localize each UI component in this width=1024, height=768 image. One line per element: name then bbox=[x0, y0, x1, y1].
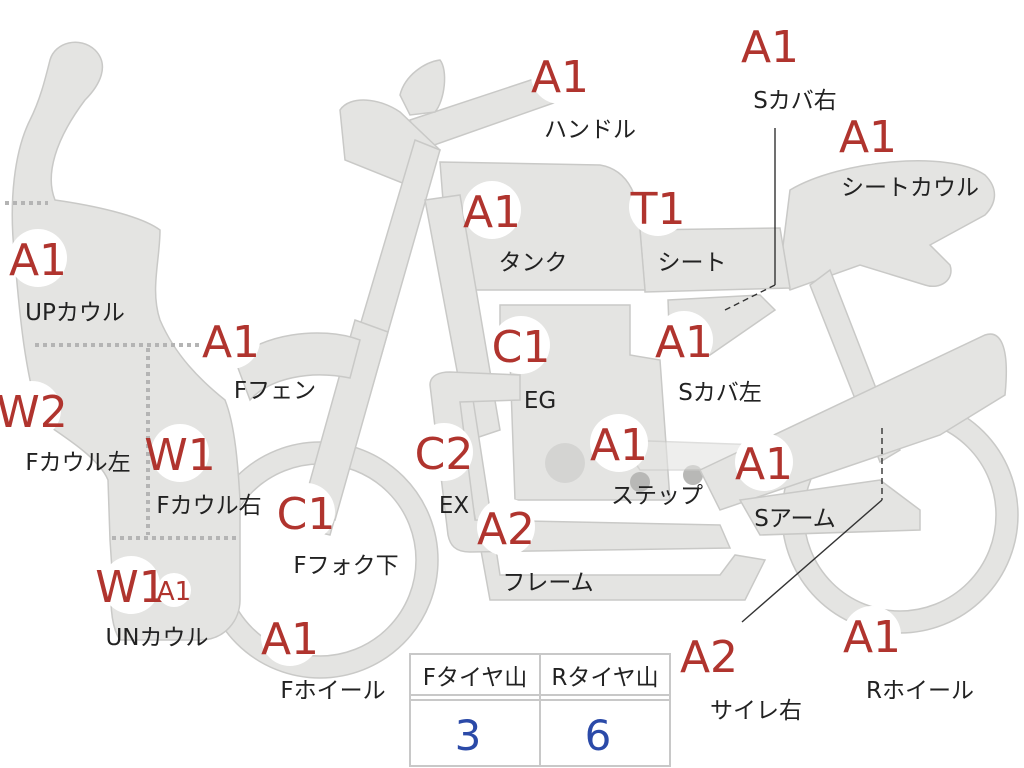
seat-cowl-shape bbox=[779, 160, 996, 291]
svg-text:A1: A1 bbox=[590, 420, 648, 471]
cowl-shape bbox=[11, 41, 241, 641]
label-engine: EG bbox=[524, 388, 556, 414]
grade-badge-frame: A2 bbox=[477, 498, 535, 556]
label-r-wheel: Rホイール bbox=[866, 678, 974, 704]
svg-text:A2: A2 bbox=[680, 632, 738, 683]
svg-text:A1: A1 bbox=[839, 112, 897, 163]
label-un-cowl: UNカウル bbox=[105, 625, 208, 651]
grade-badge-f-cowl-left: W2 bbox=[0, 381, 68, 439]
grade-badge-un-cowl: W1 bbox=[95, 556, 167, 614]
label-seat: シート bbox=[658, 250, 727, 276]
grade-badge-seat-cowl: A1 bbox=[839, 106, 897, 164]
grade-badge-f-fender: A1 bbox=[202, 311, 260, 369]
grade-badge-s-cover-right: A1 bbox=[741, 16, 799, 74]
grade-badge-exhaust: C2 bbox=[415, 423, 474, 481]
label-f-wheel: Fホイール bbox=[280, 678, 385, 704]
grade-badge-swing-arm: A1 bbox=[735, 433, 793, 491]
grade-badges: A1 A1 A1 A1 T1 A1 A1 C1 bbox=[0, 16, 901, 684]
tire-table-front-value: 3 bbox=[455, 711, 482, 760]
svg-text:A2: A2 bbox=[477, 504, 535, 555]
mirror-shape bbox=[399, 59, 446, 116]
label-f-cowl-left: Fカウル左 bbox=[25, 450, 130, 476]
grade-badge-un-cowl-secondary: A1 bbox=[157, 573, 191, 607]
label-silencer-right: サイレ右 bbox=[710, 698, 802, 724]
label-up-cowl: UPカウル bbox=[25, 300, 125, 326]
part-labels: Sカバ右 ハンドル シートカウル タンク シート UPカウル Fフェン EG S… bbox=[25, 88, 979, 724]
label-step: ステップ bbox=[611, 483, 703, 509]
svg-text:A1: A1 bbox=[655, 317, 713, 368]
tire-table-rear-header: Rタイヤ山 bbox=[551, 665, 658, 691]
grade-badge-s-cover-left: A1 bbox=[655, 311, 713, 369]
grade-badge-seat: T1 bbox=[629, 178, 687, 236]
label-s-cover-left: Sカバ左 bbox=[678, 380, 762, 406]
svg-text:A1: A1 bbox=[463, 187, 521, 238]
label-s-cover-right: Sカバ右 bbox=[753, 88, 837, 114]
leader-lines bbox=[724, 128, 883, 623]
tire-tread-table: Fタイヤ山 Rタイヤ山 3 6 bbox=[409, 653, 671, 767]
grade-badge-f-cowl-right: W1 bbox=[144, 424, 216, 482]
label-swing-arm: Sアーム bbox=[754, 506, 836, 532]
front-fender-shape bbox=[234, 332, 361, 402]
svg-text:C1: C1 bbox=[492, 322, 551, 373]
leader-silencer bbox=[741, 499, 883, 623]
grade-badge-up-cowl: A1 bbox=[9, 229, 67, 287]
tire-table-front-header: Fタイヤ山 bbox=[423, 665, 528, 691]
label-f-fender: Fフェン bbox=[234, 378, 316, 404]
grade-badge-f-wheel: A1 bbox=[261, 608, 319, 666]
svg-text:A1: A1 bbox=[531, 52, 589, 103]
front-fork-lower-shape bbox=[301, 319, 389, 521]
label-f-cowl-right: Fカウル右 bbox=[156, 493, 261, 519]
swing-arm-lower-shape bbox=[738, 479, 921, 536]
svg-text:A1: A1 bbox=[735, 439, 793, 490]
grade-badge-handle: A1 bbox=[531, 46, 589, 104]
exhaust-shape bbox=[429, 371, 732, 553]
tire-table-rear-value: 6 bbox=[585, 711, 612, 760]
grade-badge-tank: A1 bbox=[463, 181, 521, 239]
svg-text:T1: T1 bbox=[630, 184, 686, 235]
label-handle: ハンドル bbox=[544, 117, 636, 143]
svg-text:A1: A1 bbox=[261, 614, 319, 665]
grade-badge-r-wheel: A1 bbox=[843, 606, 901, 664]
label-seat-cowl: シートカウル bbox=[841, 175, 979, 201]
frame-lower-shape bbox=[449, 379, 767, 601]
svg-text:W1: W1 bbox=[144, 430, 216, 481]
label-tank: タンク bbox=[499, 250, 568, 276]
grade-badge-engine: C1 bbox=[492, 316, 551, 374]
svg-text:A1: A1 bbox=[202, 317, 260, 368]
grade-badge-silencer-right: A2 bbox=[680, 626, 738, 684]
label-exhaust: EX bbox=[439, 493, 470, 519]
engine-cover bbox=[545, 443, 585, 483]
svg-text:A1: A1 bbox=[9, 235, 67, 286]
grade-badge-f-fork-lower: C1 bbox=[277, 483, 336, 541]
grade-badge-step: A1 bbox=[590, 414, 648, 472]
svg-text:C1: C1 bbox=[277, 489, 336, 540]
label-frame: フレーム bbox=[502, 570, 593, 596]
svg-text:A1: A1 bbox=[741, 22, 799, 73]
step-peg-1 bbox=[630, 472, 650, 492]
svg-text:C2: C2 bbox=[415, 429, 474, 480]
svg-text:A1: A1 bbox=[157, 577, 191, 607]
svg-text:W1: W1 bbox=[95, 562, 167, 613]
svg-text:W2: W2 bbox=[0, 387, 68, 438]
svg-text:A1: A1 bbox=[843, 612, 901, 663]
label-f-fork-lower: Fフォク下 bbox=[293, 553, 398, 579]
